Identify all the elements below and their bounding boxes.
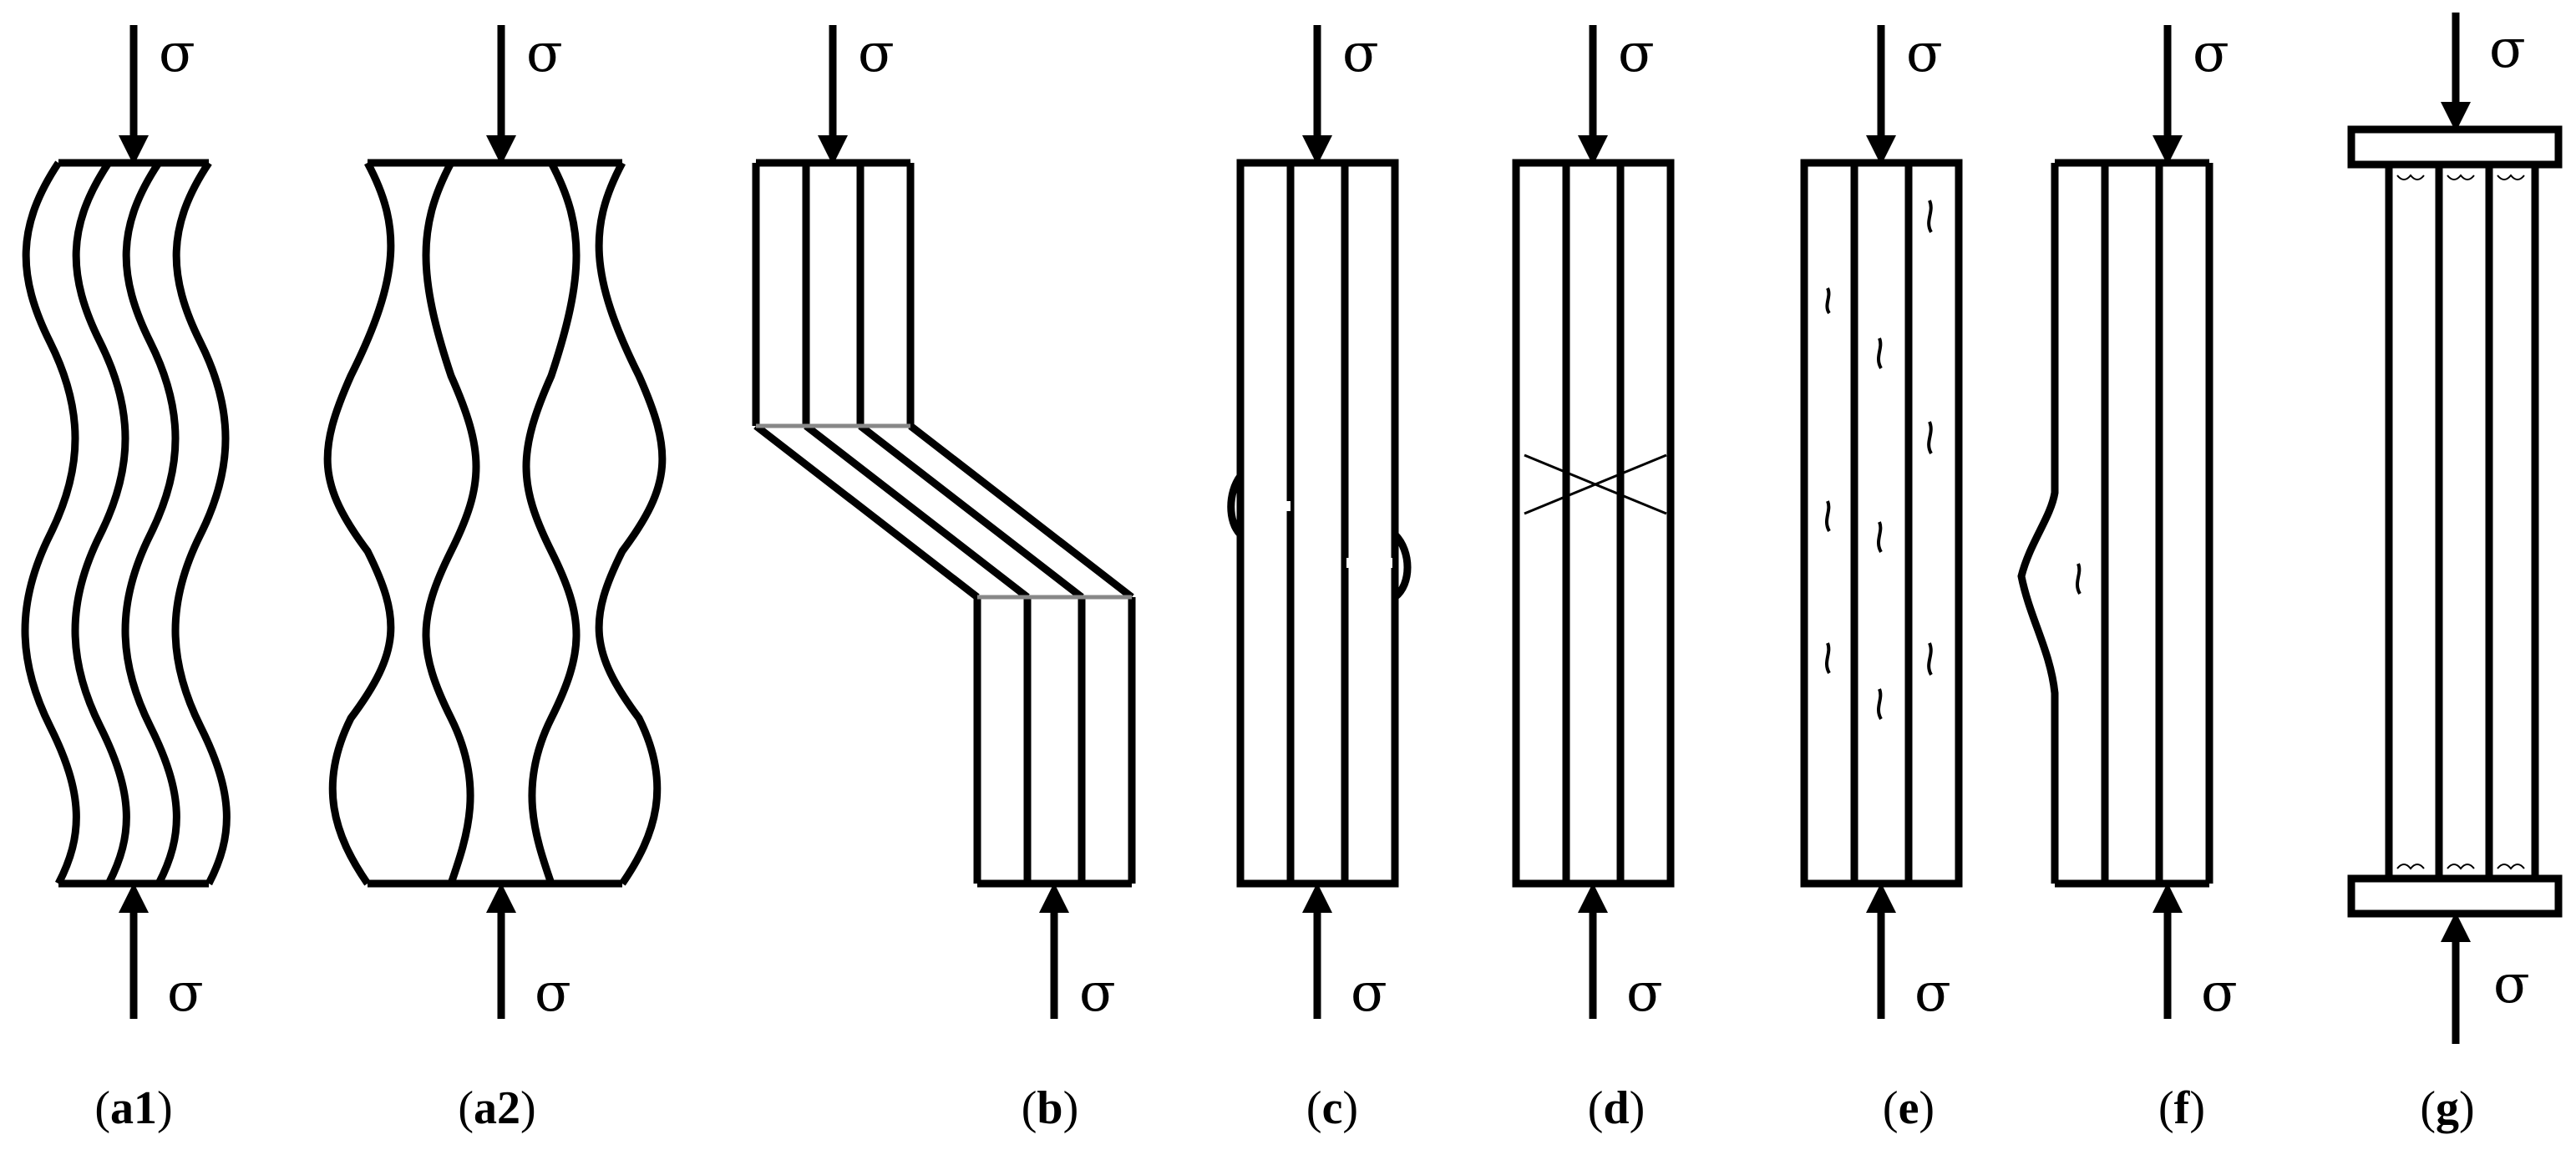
label-e: (e) xyxy=(1883,1082,1935,1134)
wavy-line-3 xyxy=(121,160,180,886)
shear-line-4 xyxy=(908,423,1134,600)
panel-labels: (a1) (a2) (b) (c) (d) (e) (f) (g) xyxy=(94,1082,2474,1134)
sigma-top-d: σ xyxy=(1618,23,1655,84)
split-crack xyxy=(1927,421,1933,454)
sigma-top-a1: σ xyxy=(159,23,195,84)
specimen-outline xyxy=(1512,159,1675,888)
split-crack xyxy=(1825,500,1831,532)
label-a2: (a2) xyxy=(458,1082,535,1134)
label-c: (c) xyxy=(1306,1082,1358,1134)
left-bulge xyxy=(1227,474,1244,538)
split-crack xyxy=(1927,642,1933,676)
panel-d xyxy=(1512,159,1675,888)
sigma-bottom-g: σ xyxy=(2493,954,2530,1016)
sigma-top-b: σ xyxy=(858,23,895,84)
end-cap-texture-g xyxy=(2396,174,2525,870)
sigma-top-c: σ xyxy=(1342,23,1379,84)
sigma-bottom-e: σ xyxy=(1914,962,1951,1024)
split-crack xyxy=(1877,521,1883,553)
panel-a2 xyxy=(323,159,667,888)
bulge-line-left xyxy=(323,160,395,886)
sigma-bottom-a1: σ xyxy=(167,962,204,1024)
sigma-bottom-a2: σ xyxy=(535,962,571,1024)
split-cracks-e xyxy=(1825,200,1933,720)
shear-line-2 xyxy=(804,423,1030,600)
label-b: (b) xyxy=(1022,1082,1078,1134)
sigma-top-e: σ xyxy=(1906,23,1943,84)
texture-mark xyxy=(2497,864,2525,870)
panel-c xyxy=(1227,159,1412,888)
crack-c xyxy=(1245,501,1392,568)
sigma-bottom-c: σ xyxy=(1351,962,1387,1024)
texture-mark xyxy=(2447,174,2475,180)
texture-mark xyxy=(2497,174,2525,180)
sigma-top-a2: σ xyxy=(526,23,563,84)
label-g: (g) xyxy=(2420,1082,2474,1134)
bulge-line-2 xyxy=(422,160,480,885)
split-crack xyxy=(1825,642,1831,674)
shear-line-1 xyxy=(753,423,980,600)
texture-mark xyxy=(2396,174,2425,180)
panel-f xyxy=(2017,159,2213,888)
specimen-outline xyxy=(1236,159,1399,888)
arrows-b xyxy=(818,25,1069,1019)
split-crack xyxy=(1877,337,1883,369)
crack-line-2 xyxy=(1524,453,1667,515)
wavy-line-2 xyxy=(71,160,130,886)
crack-upper xyxy=(1245,501,1291,511)
shear-line-3 xyxy=(858,423,1084,600)
delamination-crack xyxy=(2076,563,2082,595)
texture-mark xyxy=(2447,864,2475,870)
panel-a1 xyxy=(21,159,231,888)
texture-mark xyxy=(2396,864,2425,870)
sigma-bottom-f: σ xyxy=(2201,962,2238,1024)
panel-b xyxy=(752,159,1136,888)
sigma-bottom-d: σ xyxy=(1626,962,1663,1024)
top-end-cap xyxy=(2347,125,2563,169)
crack-lower xyxy=(1346,558,1392,568)
left-edge-bulged xyxy=(2017,163,2059,884)
bulge-line-right xyxy=(595,160,667,886)
label-d: (d) xyxy=(1588,1082,1645,1134)
split-crack xyxy=(1877,688,1883,720)
split-crack xyxy=(1825,287,1831,315)
sigma-bottom-b: σ xyxy=(1079,962,1116,1024)
sigma-top-f: σ xyxy=(2193,23,2229,84)
sigma-top-g: σ xyxy=(2489,18,2526,80)
label-a1: (a1) xyxy=(94,1082,172,1134)
bottom-end-cap xyxy=(2347,874,2563,918)
wavy-line-4 xyxy=(171,160,231,886)
panel-g xyxy=(2347,125,2563,918)
right-bulge xyxy=(1392,531,1412,600)
wavy-line-1 xyxy=(21,160,80,886)
bulge-line-3 xyxy=(522,160,581,885)
label-f: (f) xyxy=(2158,1082,2205,1134)
split-crack xyxy=(1927,200,1933,233)
cross-crack-d xyxy=(1524,453,1667,515)
